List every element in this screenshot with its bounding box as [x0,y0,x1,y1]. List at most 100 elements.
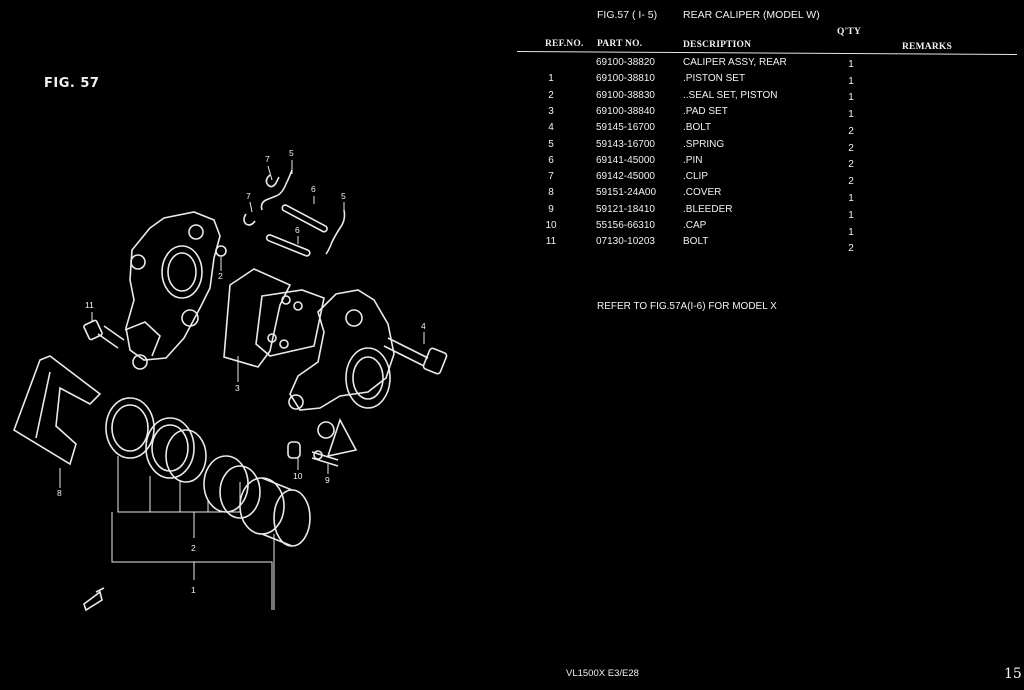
table-row: 1 69100-38810 .PISTON SET 1 [0,73,1024,89]
caliper-right-half-part [288,289,395,458]
column-header-remarks: REMARKS [902,42,952,52]
ref-cell: 8 [548,187,554,199]
part-number-cell: 69100-38810 [596,73,655,85]
description-cell: .BLEEDER [683,203,733,215]
piston-seal-2-part [145,417,207,483]
column-header-part-no: PART NO. [597,39,643,49]
description-cell: .PIN [683,154,703,166]
qty-cell: 2 [848,176,854,188]
qty-cell: 2 [848,142,854,154]
description-cell: .PAD SET [683,105,728,117]
column-header-qty: Q'TY [837,27,862,37]
qty-cell: 1 [848,192,854,204]
spring-right-part [325,209,346,255]
front-arrow-icon [83,587,105,612]
leader-lines [59,160,425,610]
description-cell: .CLIP [683,171,709,183]
ref-cell: 6 [548,154,554,166]
ref-cell: 1 [548,73,554,85]
callout-label: 5 [341,191,346,201]
table-row: 5 59143-16700 .SPRING 2 [0,139,1024,155]
ref-cell: 5 [548,138,554,150]
ref-cell: 7 [548,171,554,183]
long-bolt-part [383,337,448,375]
qty-cell: 1 [848,226,854,238]
qty-cell: 2 [848,243,854,255]
part-number-cell: 69100-38840 [596,105,655,117]
part-number-cell: 59151-24A00 [596,187,657,199]
description-cell: CALIPER ASSY, REAR [683,57,787,68]
callout-label: 7 [265,154,270,164]
column-header-description: DESCRIPTION [683,40,752,50]
figure-header-code: FIG.57 ( I- 5) [597,9,658,21]
callout-label: 5 [289,148,294,158]
callout-label: 8 [57,488,62,498]
callout-label: 2 [218,271,223,281]
part-number-cell: 59143-16700 [596,138,655,150]
description-cell: ..SEAL SET, PISTON [683,89,778,101]
part-number-cell: 55156-66310 [596,220,655,231]
description-cell: .CAP [683,220,707,231]
table-row: 10 55156-66310 .CAP 1 [0,220,1024,238]
figure-label: FIG. 57 [44,76,100,91]
part-number-cell: 07130-10203 [596,236,655,248]
cover-part [13,355,102,466]
qty-cell: 2 [848,125,854,137]
table-row: 7 69142-45000 .CLIP 2 [0,171,1024,187]
spring-top-part [260,169,293,211]
qty-cell: 2 [848,159,854,171]
pin-lower-part [265,234,311,257]
callout-label: 7 [246,191,251,201]
qty-cell: 1 [848,75,854,87]
table-row: 69100-38820 CALIPER ASSY, REAR 1 [0,57,1024,73]
ref-cell: 4 [548,122,554,134]
ref-cell: 9 [548,203,554,215]
ref-cell: 11 [545,236,557,248]
callout-label: 11 [85,300,94,310]
pin-upper-part [281,204,328,233]
qty-cell: 1 [848,92,854,104]
part-number-cell: 59145-16700 [596,122,655,134]
footer-model: VL1500X E3/E28 [566,668,639,679]
clip-lower-left-part [243,213,256,226]
table-row: 3 69100-38840 .PAD SET 1 [0,106,1024,122]
bleeder-part [311,450,339,467]
model-note: REFER TO FIG.57A(I-6) FOR MODEL X [597,301,777,312]
qty-cell: 1 [848,59,854,70]
ref-cell: 10 [545,220,557,231]
callout-label: 10 [293,471,303,481]
exploded-diagram: 7 5 6 5 7 6 2 11 3 4 8 10 9 2 1 [13,148,448,612]
qty-cell: 1 [848,209,854,221]
piston-seal-3-part [203,455,261,519]
qty-cell: 1 [848,109,854,121]
column-header-ref-no: REF.NO. [545,39,584,49]
callout-label: 2 [191,543,196,553]
cap-part [287,441,301,459]
table-row: 9 59121-18410 .BLEEDER 1 [0,203,1024,221]
table-row: 8 59151-24A00 .COVER 1 [0,187,1024,204]
figure-header-title: REAR CALIPER (MODEL W) [683,9,820,21]
bolt-11-part [83,319,125,349]
page-number: 15 [1004,666,1022,682]
caliper-left-half-part [124,211,221,370]
callout-label: 3 [235,383,240,393]
description-cell: .SPRING [683,138,725,150]
bolt-small-part [215,245,227,257]
pad-set-part [223,268,325,368]
callout-label: 9 [325,475,330,485]
part-number-cell: 69100-38820 [596,57,655,68]
ref-cell: 3 [548,105,554,117]
callout-label: 4 [421,321,426,331]
description-cell: .PISTON SET [683,73,746,85]
callout-label: 1 [191,585,196,595]
description-cell: .COVER [683,187,722,199]
table-row: 6 69141-45000 .PIN 2 [0,155,1024,171]
part-number-cell: 69142-45000 [596,171,655,183]
clip-top-left-part [265,174,280,188]
part-number-cell: 69141-45000 [596,154,655,166]
callout-label: 6 [295,225,300,235]
description-cell: .BOLT [683,122,712,134]
part-number-cell: 59121-18410 [596,203,655,215]
